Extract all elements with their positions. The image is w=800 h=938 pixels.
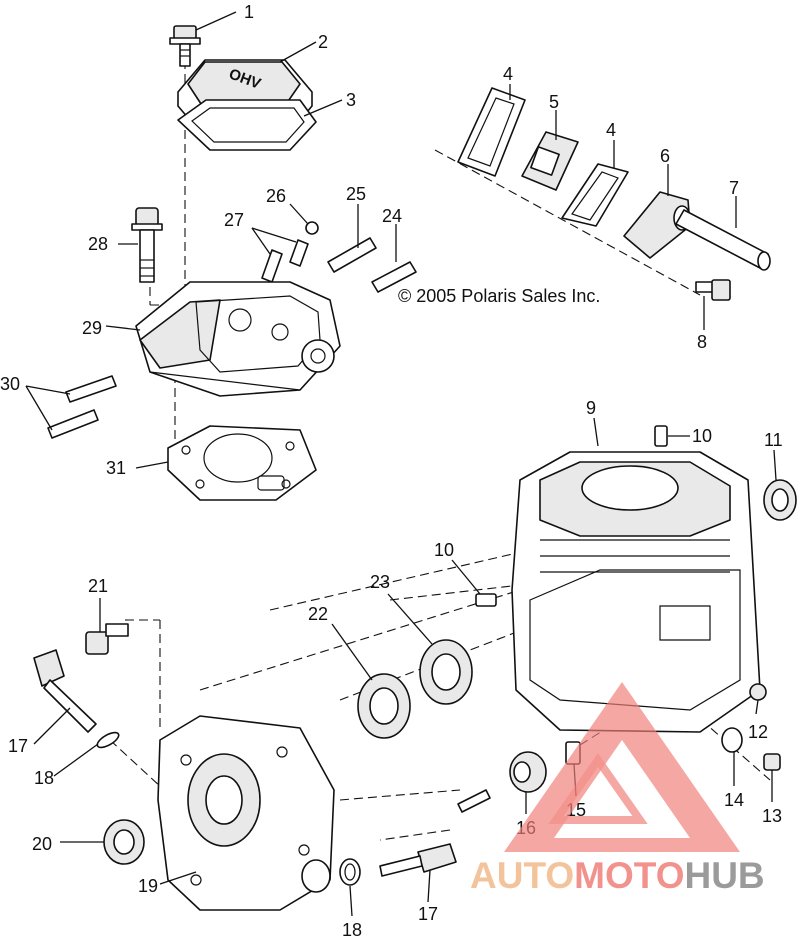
callout-25: 25	[346, 184, 366, 204]
studs-part-30	[47, 375, 117, 439]
callout-2: 2	[318, 32, 328, 52]
plug-part-12	[749, 683, 767, 701]
callout-23: 23	[370, 572, 390, 592]
insulator-part-5	[521, 131, 579, 191]
callout-5: 5	[549, 92, 559, 112]
callout-10a: 10	[692, 426, 712, 446]
callout-4a: 4	[503, 64, 513, 84]
bolt-part-1	[169, 25, 201, 67]
head-gasket-part-31	[167, 425, 317, 501]
watermark-inner-triangle-icon	[548, 753, 648, 824]
head-bolt-part-28	[131, 207, 163, 283]
callout-6: 6	[660, 146, 670, 166]
callout-labels: 1 2 3 4 5 4 6 7 8 26 27 25 24 28 29 30 9…	[0, 2, 783, 938]
callout-13: 13	[762, 806, 782, 826]
watermark-moto: MOTO	[574, 855, 684, 896]
callout-27: 27	[224, 210, 244, 230]
callout-leader-lines	[25, 11, 777, 917]
callout-31: 31	[106, 458, 126, 478]
callout-3: 3	[346, 90, 356, 110]
callout-9: 9	[586, 398, 596, 418]
oil-seal-part-20	[103, 819, 145, 865]
stud-part-24	[371, 261, 417, 293]
callout-18a: 18	[34, 768, 54, 788]
cylinder-head-part-29	[135, 281, 341, 397]
crankcase-part-9	[511, 451, 761, 733]
bearing-part-23	[419, 639, 473, 705]
callout-10b: 10	[434, 540, 454, 560]
crankcase-cover-part-19	[157, 715, 335, 911]
dipstick-part-17b	[379, 843, 457, 877]
bolt-part-8	[695, 279, 731, 301]
intake-gasket-part-4a	[457, 87, 526, 177]
callout-7: 7	[729, 178, 739, 198]
callout-24: 24	[382, 206, 402, 226]
callout-18b: 18	[342, 920, 362, 938]
callout-20: 20	[32, 834, 52, 854]
drain-bolt-part-21	[85, 623, 129, 655]
callout-29: 29	[82, 318, 102, 338]
watermark-auto: AUTO	[470, 855, 574, 896]
o-ring-part-18b	[339, 858, 361, 886]
callout-17a: 17	[8, 736, 28, 756]
callout-26: 26	[266, 186, 286, 206]
cover-gasket-part-3	[177, 99, 317, 151]
dowel-pins-part-27	[261, 239, 309, 283]
callout-22: 22	[308, 604, 328, 624]
dowel-pin-part-10b	[475, 593, 497, 607]
intake-gasket-part-4b	[561, 163, 629, 227]
callout-4b: 4	[606, 120, 616, 140]
callout-30: 30	[0, 374, 20, 394]
callout-12: 12	[748, 722, 768, 742]
o-ring-part-18a	[96, 731, 120, 749]
callout-1: 1	[244, 2, 254, 22]
governor-gear-part-16	[509, 751, 547, 793]
dowel-pin-part-10a	[654, 425, 668, 447]
breather-fitting	[457, 789, 491, 813]
callout-8: 8	[697, 332, 707, 352]
callout-28: 28	[88, 234, 108, 254]
dipstick-part-17a	[33, 649, 97, 733]
watermark-text: AUTOMOTOHUB	[470, 855, 765, 896]
stud-part-25	[327, 237, 377, 273]
plug-part-13	[763, 753, 781, 771]
watermark-hub: HUB	[684, 855, 764, 896]
pin-part-26	[305, 221, 319, 235]
oil-seal-part-11	[763, 479, 797, 521]
callout-11: 11	[764, 430, 783, 450]
intake-pipe-part-7	[675, 209, 771, 271]
copyright-notice: © 2005 Polaris Sales Inc.	[398, 286, 600, 306]
bearing-part-22	[357, 673, 411, 739]
callout-19: 19	[138, 876, 158, 896]
callout-17b: 17	[418, 904, 438, 924]
callout-21: 21	[88, 576, 108, 596]
watermark-logo: AUTOMOTOHUB	[470, 682, 765, 896]
callout-14: 14	[724, 790, 744, 810]
washer-part-14	[721, 727, 743, 753]
